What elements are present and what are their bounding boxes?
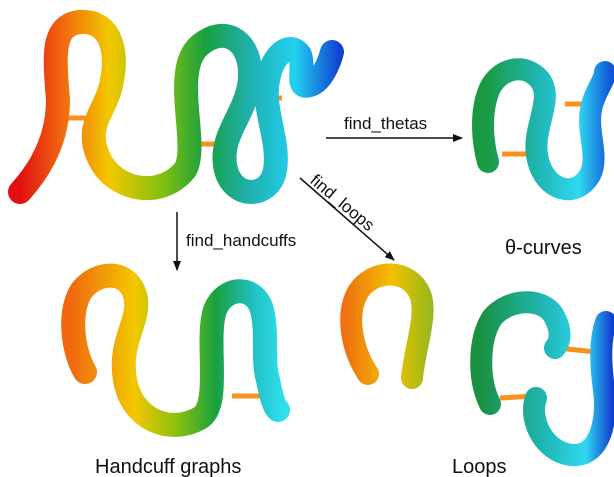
caption-handcuff-graphs: Handcuff graphs <box>95 456 241 477</box>
loop-2-tube <box>481 302 559 404</box>
caption-loops: Loops <box>452 456 507 477</box>
loop-1-tube <box>351 274 422 378</box>
caption-theta-curves: θ-curves <box>505 237 582 259</box>
handcuff-graph-figure <box>73 276 278 425</box>
label-find-thetas: find_thetas <box>344 114 427 133</box>
label-find-loops: find_loops <box>306 171 378 235</box>
main-chain-figure <box>20 22 332 192</box>
theta-curve-figure <box>483 69 605 189</box>
label-find-handcuffs: find_handcuffs <box>186 231 296 250</box>
handcuff-graph-tube <box>73 276 278 425</box>
main-chain-tube <box>20 22 332 192</box>
loops-figure <box>351 274 606 455</box>
loop-3-tube <box>534 322 606 455</box>
theta-curve-tube <box>483 69 605 189</box>
